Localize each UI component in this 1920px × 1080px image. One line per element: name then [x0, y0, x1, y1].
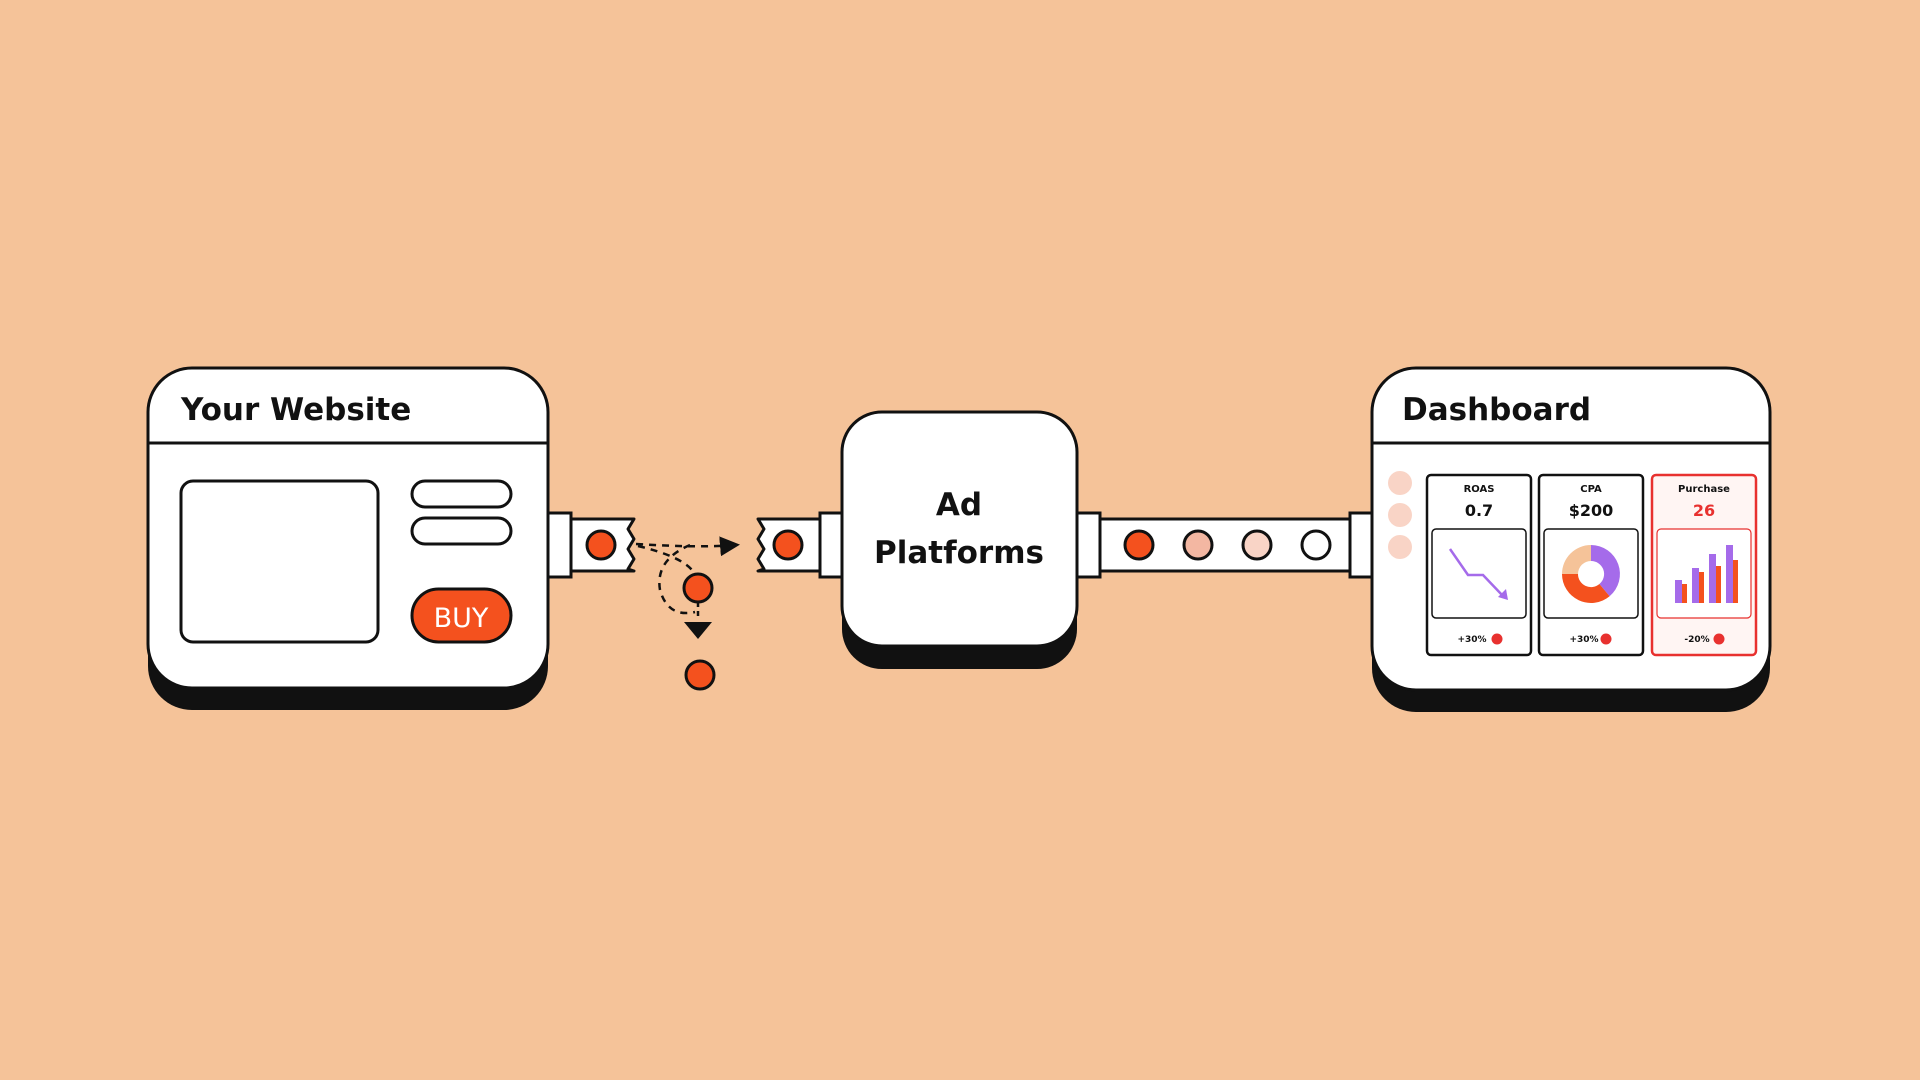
- ad-platforms-box: Ad Platforms: [840, 410, 1079, 669]
- data-event-dot: [1123, 529, 1155, 561]
- metric-label: Purchase: [1678, 484, 1730, 495]
- website-image-placeholder: [179, 479, 380, 644]
- website-connector: [546, 511, 636, 579]
- data-event-dot: [585, 529, 617, 561]
- metric-value: 0.7: [1465, 501, 1493, 520]
- dashed-loop-path: [658, 543, 696, 615]
- donut-segment-orange: [1562, 574, 1610, 603]
- metric-label: ROAS: [1464, 484, 1495, 495]
- data-event-dot-empty: [1300, 529, 1332, 561]
- website-text-line-2: [410, 516, 513, 546]
- ad-platforms-frame: [840, 410, 1079, 648]
- donut-segment-peach: [1562, 545, 1591, 574]
- lost-data-paths: [635, 536, 740, 691]
- bar-chart: [1675, 545, 1738, 603]
- metric-chart-frame: [1431, 528, 1527, 619]
- metric-card-cpa[interactable]: CPA $200 +30%: [1537, 473, 1645, 657]
- metric-chart-frame: [1543, 528, 1639, 619]
- down-arrow-icon: [684, 622, 712, 639]
- dashboard-window: Dashboard ROAS 0.7 +30% CPA $200: [1370, 366, 1772, 712]
- metric-change: +30%: [1569, 635, 1598, 645]
- metric-card-roas[interactable]: ROAS 0.7 +30%: [1425, 473, 1533, 657]
- lost-event-dot-2: [684, 659, 716, 691]
- change-indicator-icon: [1491, 633, 1503, 645]
- metric-change: +30%: [1457, 635, 1486, 645]
- metric-label: CPA: [1580, 484, 1602, 495]
- buy-button[interactable]: [410, 587, 513, 644]
- metric-value: $200: [1569, 501, 1614, 520]
- dashboard-nav-dot-1[interactable]: [1388, 471, 1412, 495]
- ad-platforms-output-connector: [1075, 511, 1375, 579]
- dashed-arrow-forward: [635, 536, 740, 557]
- lost-event-dot-1: [682, 572, 714, 604]
- change-indicator-icon: [1600, 633, 1612, 645]
- ad-platforms-label-line-1: Ad: [936, 487, 982, 523]
- ad-platforms-label-line-2: Platforms: [874, 535, 1044, 571]
- dashboard-nav-dot-3[interactable]: [1388, 535, 1412, 559]
- website-title: Your Website: [180, 392, 411, 428]
- dashboard-nav-dot-2[interactable]: [1388, 503, 1412, 527]
- buy-button-label: BUY: [434, 603, 489, 634]
- line-down-chart: [1448, 548, 1504, 597]
- website-text-line-1: [410, 479, 513, 509]
- data-event-dot: [772, 529, 804, 561]
- website-window: Your Website BUY: [146, 366, 550, 710]
- metric-card-purchase[interactable]: Purchase 26 -20%: [1650, 473, 1758, 657]
- change-indicator-icon: [1713, 633, 1725, 645]
- data-event-dot-faded: [1182, 529, 1214, 561]
- data-event-dot-faint: [1241, 529, 1273, 561]
- metric-change: -20%: [1684, 635, 1709, 645]
- donut-chart: [1562, 545, 1620, 603]
- donut-segment-purple: [1591, 545, 1620, 597]
- metric-value: 26: [1693, 501, 1715, 520]
- ad-platforms-input-connector: [756, 511, 844, 579]
- trend-arrow-icon: [1498, 589, 1508, 600]
- dashboard-title: Dashboard: [1402, 392, 1591, 428]
